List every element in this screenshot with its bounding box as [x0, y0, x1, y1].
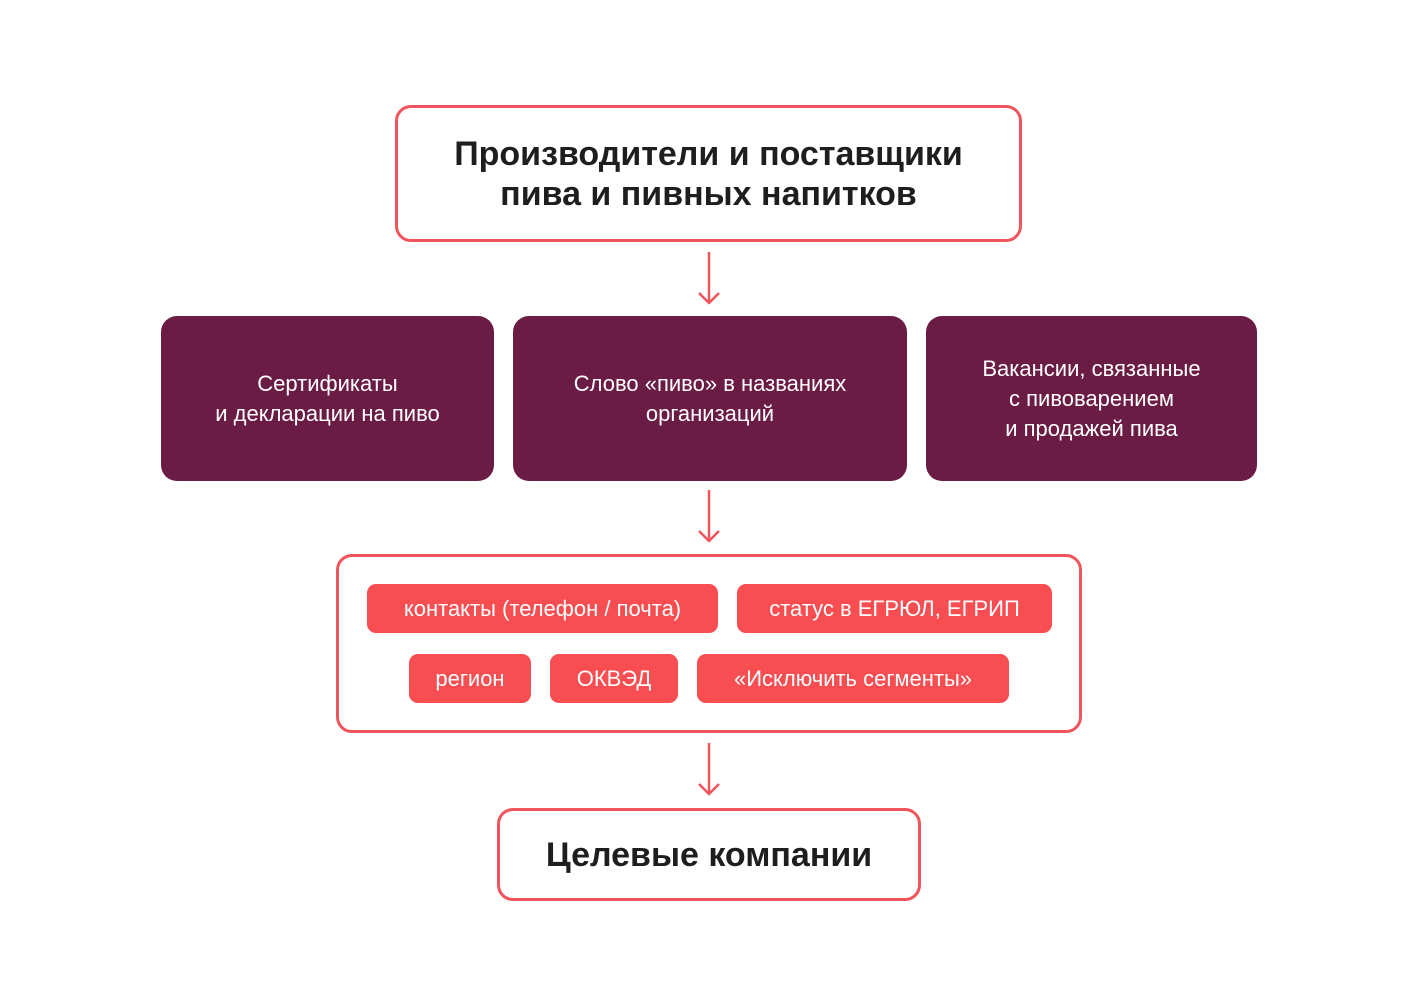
- filter-chip-region: регион: [409, 654, 531, 703]
- source-box-label: Сертификаты и декларации на пиво: [215, 370, 440, 426]
- arrow-down-icon: [698, 490, 720, 543]
- result-box: Целевые компании: [497, 808, 921, 901]
- source-box-certificates: Сертификаты и декларации на пиво: [161, 316, 494, 481]
- filter-chip-exclude-segments: «Исключить сегменты»: [697, 654, 1009, 703]
- filter-chip-okved: ОКВЭД: [550, 654, 678, 703]
- filter-chip-contacts: контакты (телефон / почта): [367, 584, 718, 633]
- source-box-vacancies: Вакансии, связанные с пивоварением и про…: [926, 316, 1257, 481]
- top-box-label: Производители и поставщики пива и пивных…: [454, 134, 963, 213]
- filter-chip-label: «Исключить сегменты»: [733, 666, 973, 691]
- filter-chip-label: контакты (телефон / почта): [403, 596, 682, 621]
- source-box-org-names: Слово «пиво» в названиях организаций: [513, 316, 907, 481]
- filter-chip-label: регион: [435, 666, 505, 691]
- source-box-label: Слово «пиво» в названиях организаций: [573, 370, 847, 426]
- top-box: Производители и поставщики пива и пивных…: [395, 105, 1022, 242]
- source-box-label: Вакансии, связанные с пивоварением и про…: [982, 355, 1201, 441]
- arrow-down-icon: [698, 252, 720, 305]
- arrow-down-icon: [698, 743, 720, 796]
- filter-chip-status: статус в ЕГРЮЛ, ЕГРИП: [737, 584, 1052, 633]
- filter-chip-label: ОКВЭД: [576, 666, 652, 691]
- filter-chip-label: статус в ЕГРЮЛ, ЕГРИП: [769, 596, 1020, 621]
- filters-box: [336, 554, 1082, 733]
- result-box-label: Целевые компании: [545, 835, 873, 874]
